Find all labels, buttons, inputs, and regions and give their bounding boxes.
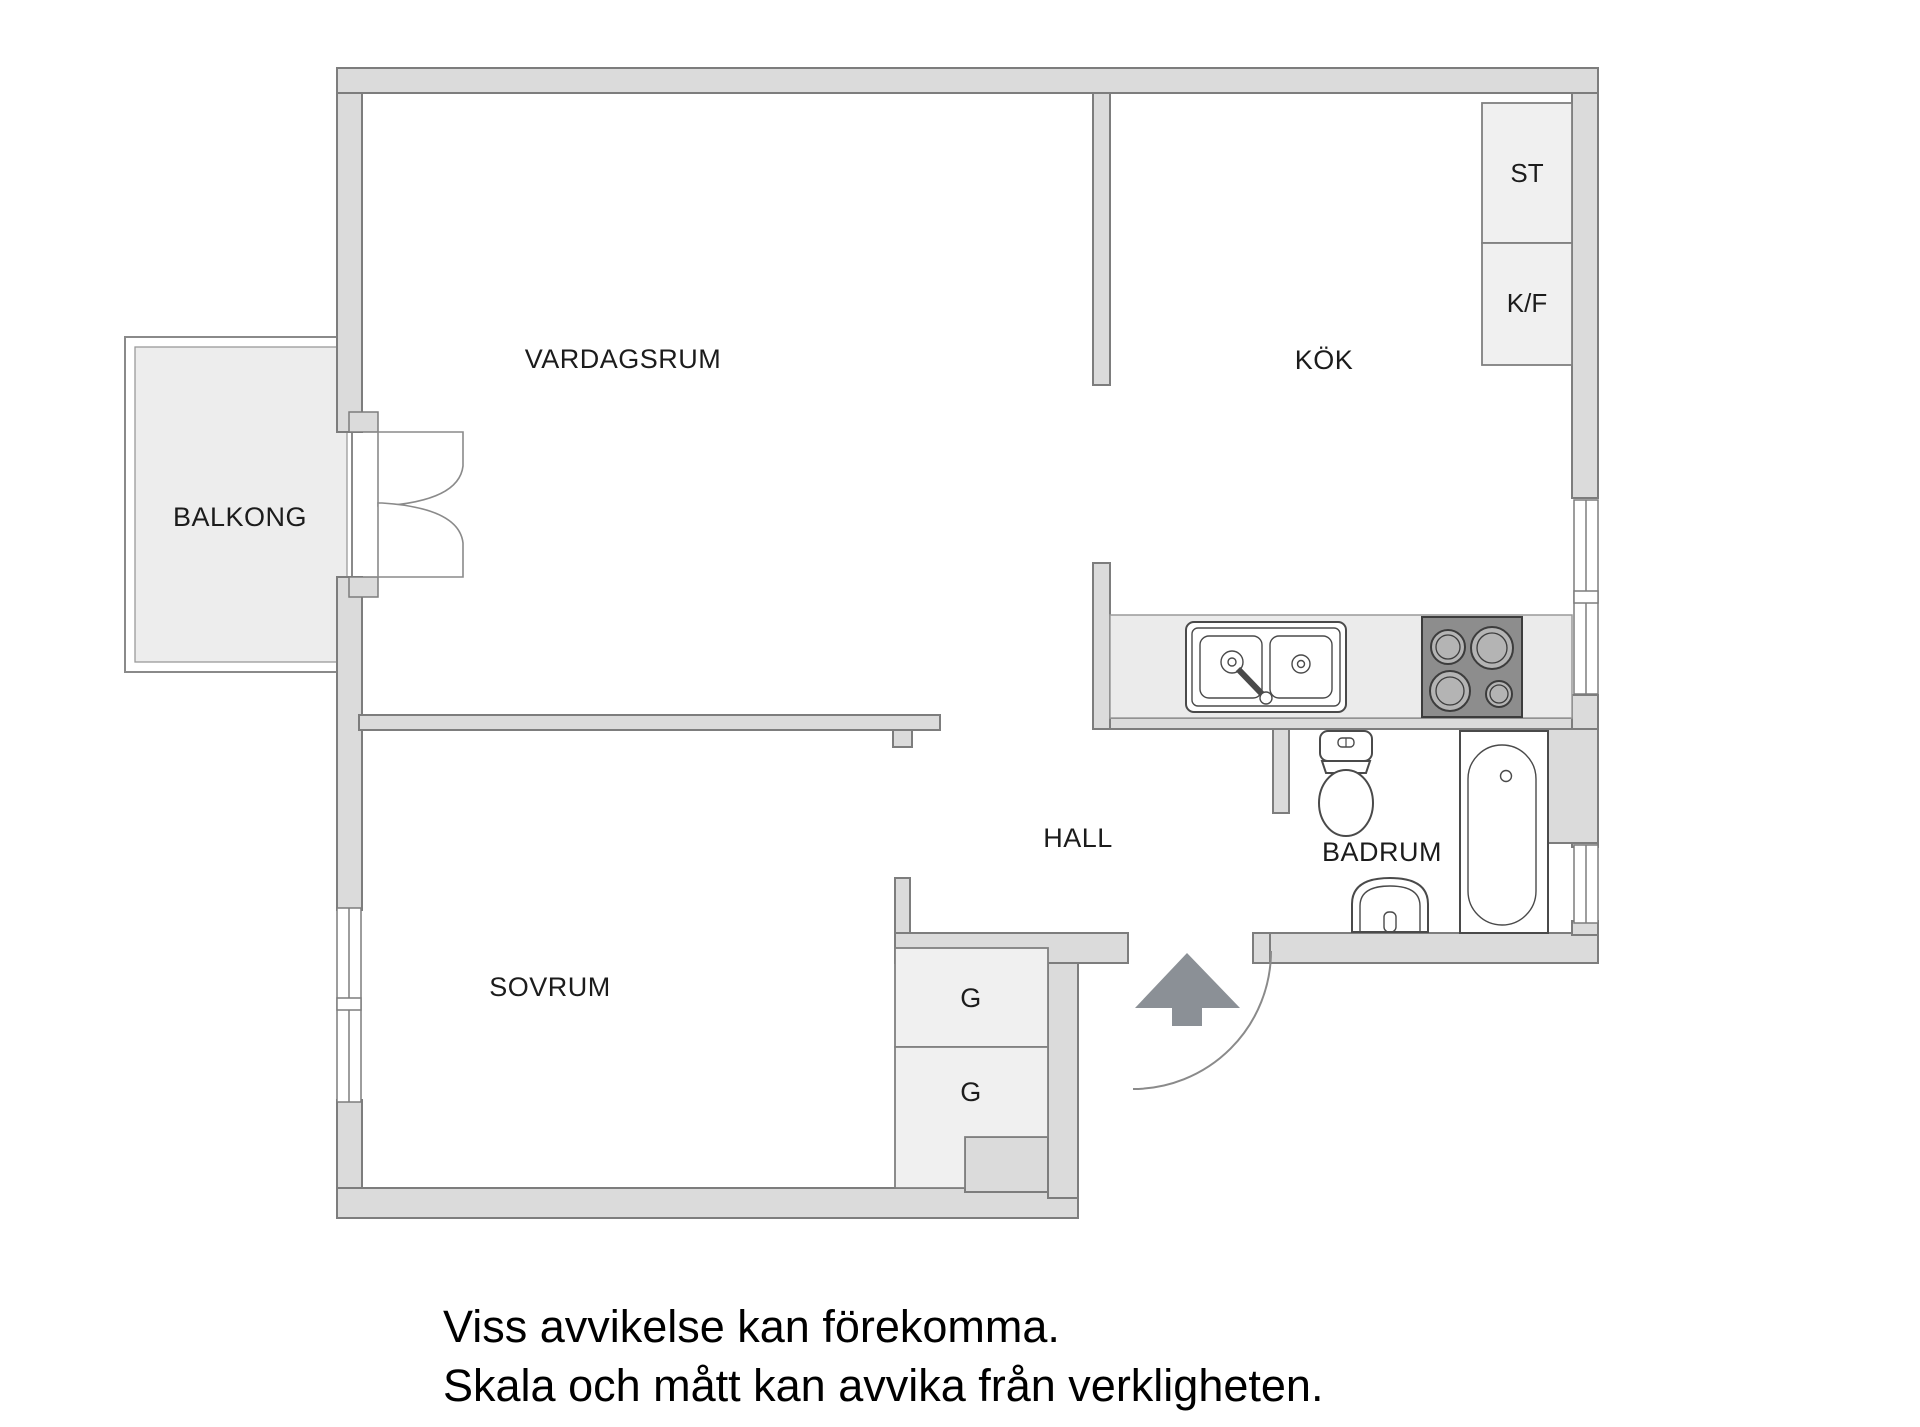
- washbasin-icon: [1351, 876, 1429, 933]
- wall-right-jog: [1547, 728, 1599, 844]
- disclaimer-line-2: Skala och mått kan avvika från verklighe…: [443, 1360, 1323, 1411]
- label-st: ST: [1510, 158, 1543, 188]
- wardrobe-g-upper: [894, 947, 1049, 1048]
- wall-bathroom-bottom: [1269, 932, 1599, 964]
- disclaimer-line-1: Viss avvikelse kan förekomma.: [443, 1301, 1060, 1352]
- label-vardagsrum: VARDAGSRUM: [525, 344, 722, 374]
- wall-right-upper: [1571, 92, 1599, 499]
- wall-livingroom-kitchen: [1092, 92, 1111, 386]
- wardrobe-g-lower: [894, 1046, 1049, 1189]
- wall-entry-left: [1047, 962, 1079, 1199]
- wall-closet-left-stub: [894, 877, 911, 934]
- bathroom-window: [1573, 844, 1599, 924]
- wall-balcony-jamb-bottom: [348, 576, 379, 598]
- wall-balcony-jamb-top: [348, 411, 379, 433]
- label-balkong: BALKONG: [173, 502, 307, 532]
- wall-door-stub: [1252, 932, 1271, 964]
- wall-bathroom-left-stub: [1272, 728, 1290, 814]
- balcony-outline: [124, 336, 353, 673]
- entrance-arrow-icon: [1135, 953, 1240, 1026]
- wall-kitchen-hall: [1109, 717, 1573, 730]
- toilet-icon: [1318, 730, 1374, 837]
- wall-top: [336, 67, 1599, 94]
- label-kok: KÖK: [1295, 345, 1354, 375]
- wall-left-middle: [336, 576, 363, 911]
- entry-door-arc: [1132, 950, 1272, 1090]
- label-g-upper: G: [960, 983, 982, 1013]
- kitchen-window: [1573, 499, 1599, 695]
- label-hall: HALL: [1043, 823, 1113, 853]
- wall-bedroom-door-stub: [892, 729, 913, 748]
- wall-left-upper: [336, 92, 363, 433]
- wall-kitchen-stub: [1092, 562, 1111, 730]
- bathtub-icon: [1459, 730, 1549, 934]
- balcony-doors-icon: [377, 431, 464, 578]
- wall-bottom: [336, 1187, 1079, 1219]
- label-badrum: BADRUM: [1322, 837, 1442, 867]
- label-kf: K/F: [1507, 288, 1547, 318]
- balcony-floor: [134, 346, 348, 663]
- wall-livingroom-bedroom: [358, 714, 941, 731]
- kitchen-sink-icon: [1185, 621, 1347, 713]
- label-sovrum: SOVRUM: [489, 972, 611, 1002]
- wall-under-closet: [964, 1136, 1049, 1193]
- cabinet-kf: [1481, 242, 1573, 366]
- bedroom-window: [336, 907, 362, 1103]
- stove-icon: [1421, 616, 1523, 718]
- label-g-lower: G: [960, 1077, 982, 1107]
